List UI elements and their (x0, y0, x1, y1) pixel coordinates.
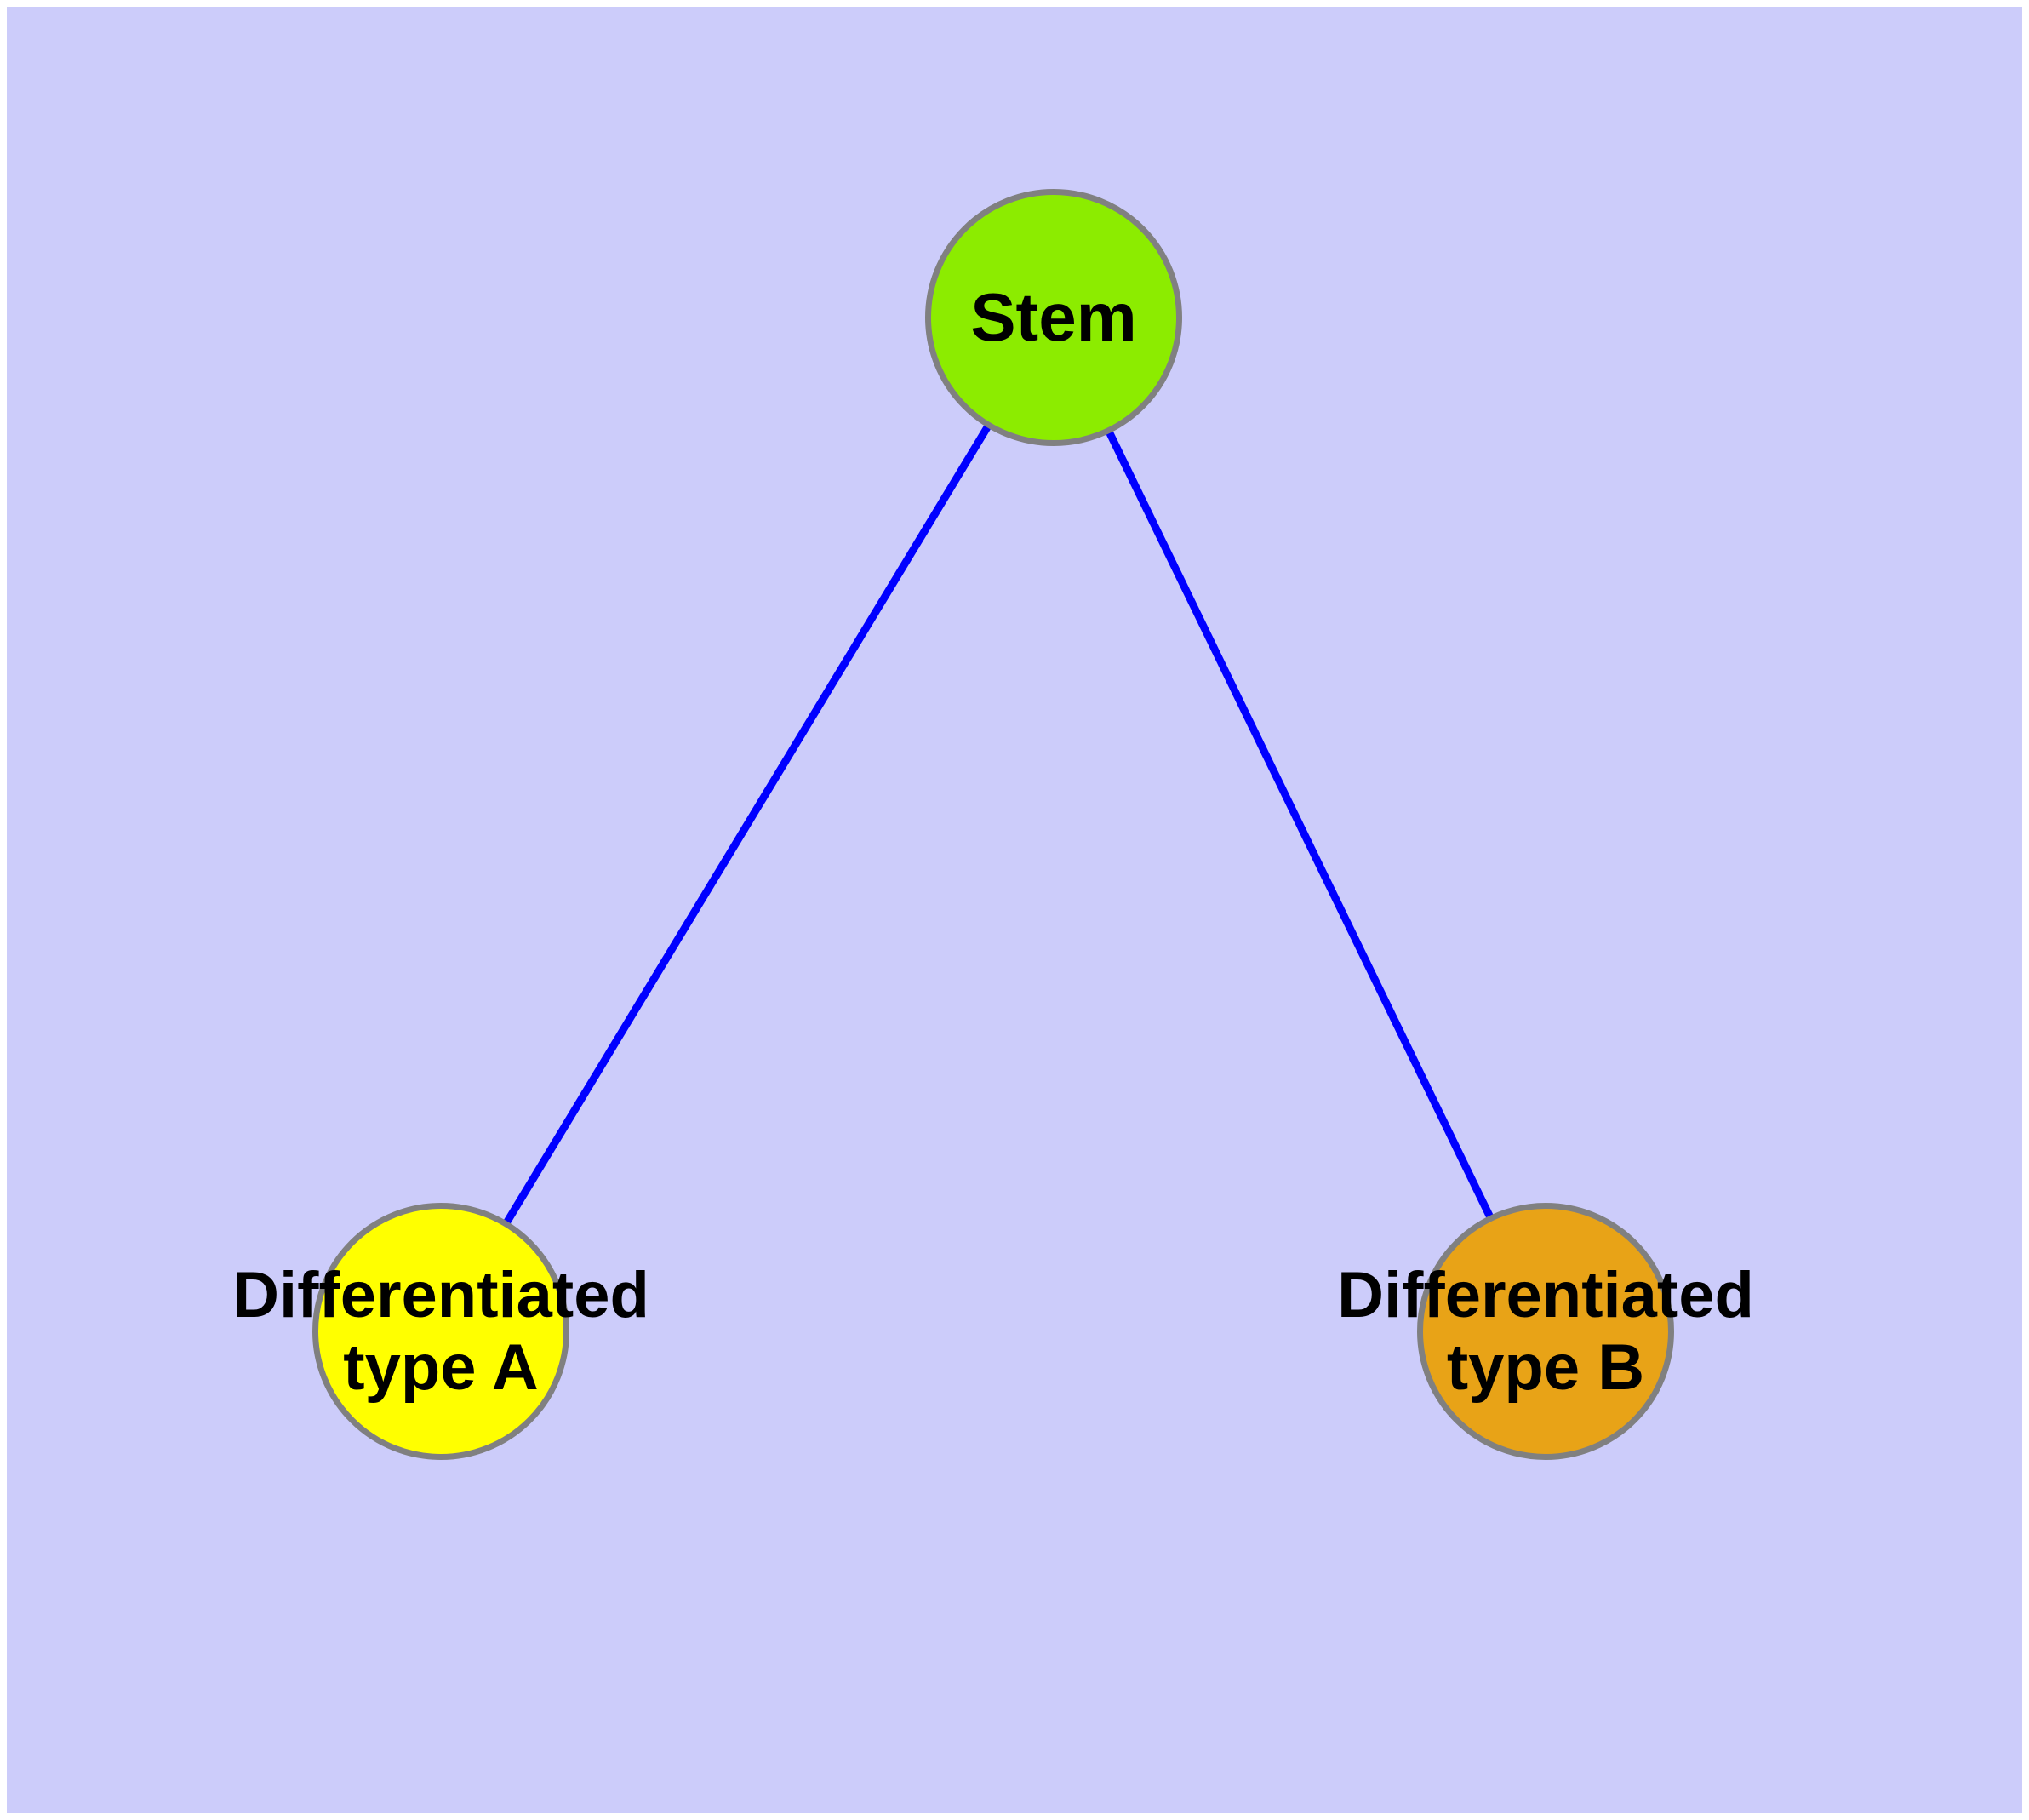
node-differentiated-type-a-circle[interactable] (312, 1203, 569, 1460)
edge-stem-to-diff-a[interactable] (502, 422, 992, 1227)
edge-stem-to-diff-b[interactable] (1105, 428, 1495, 1221)
node-stem-circle[interactable] (925, 189, 1182, 446)
edge-layer (502, 422, 1495, 1227)
graph-plot-area: Stem Differentiated type A Differentiate… (7, 7, 2022, 1813)
node-differentiated-type-b-circle[interactable] (1417, 1203, 1674, 1460)
